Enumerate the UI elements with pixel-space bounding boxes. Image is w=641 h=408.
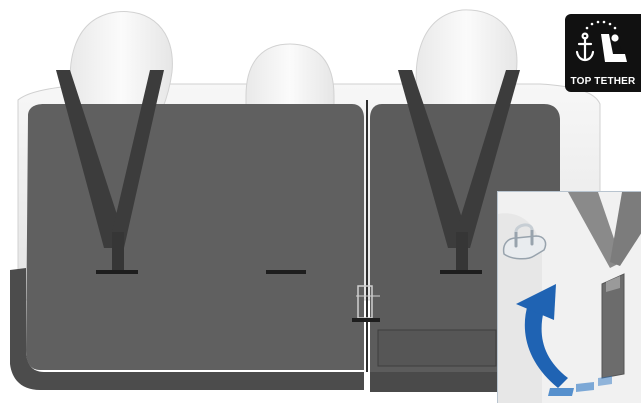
middle-buckle — [266, 270, 306, 274]
center-fold-panel — [378, 330, 496, 366]
tether-detail-drawing — [498, 192, 641, 403]
top-tether-label: TOP TETHER — [565, 76, 641, 87]
tether-detail-inset — [497, 191, 641, 403]
left-buckle — [96, 270, 138, 274]
left-buckle-strap — [112, 232, 124, 272]
anchor-child-seat-icon — [565, 14, 641, 76]
right-buckle — [440, 270, 482, 274]
right-buckle-strap — [456, 232, 468, 272]
center-latch-base — [352, 318, 380, 322]
middle-headrest — [246, 44, 334, 106]
top-tether-badge: TOP TETHER — [565, 14, 641, 92]
